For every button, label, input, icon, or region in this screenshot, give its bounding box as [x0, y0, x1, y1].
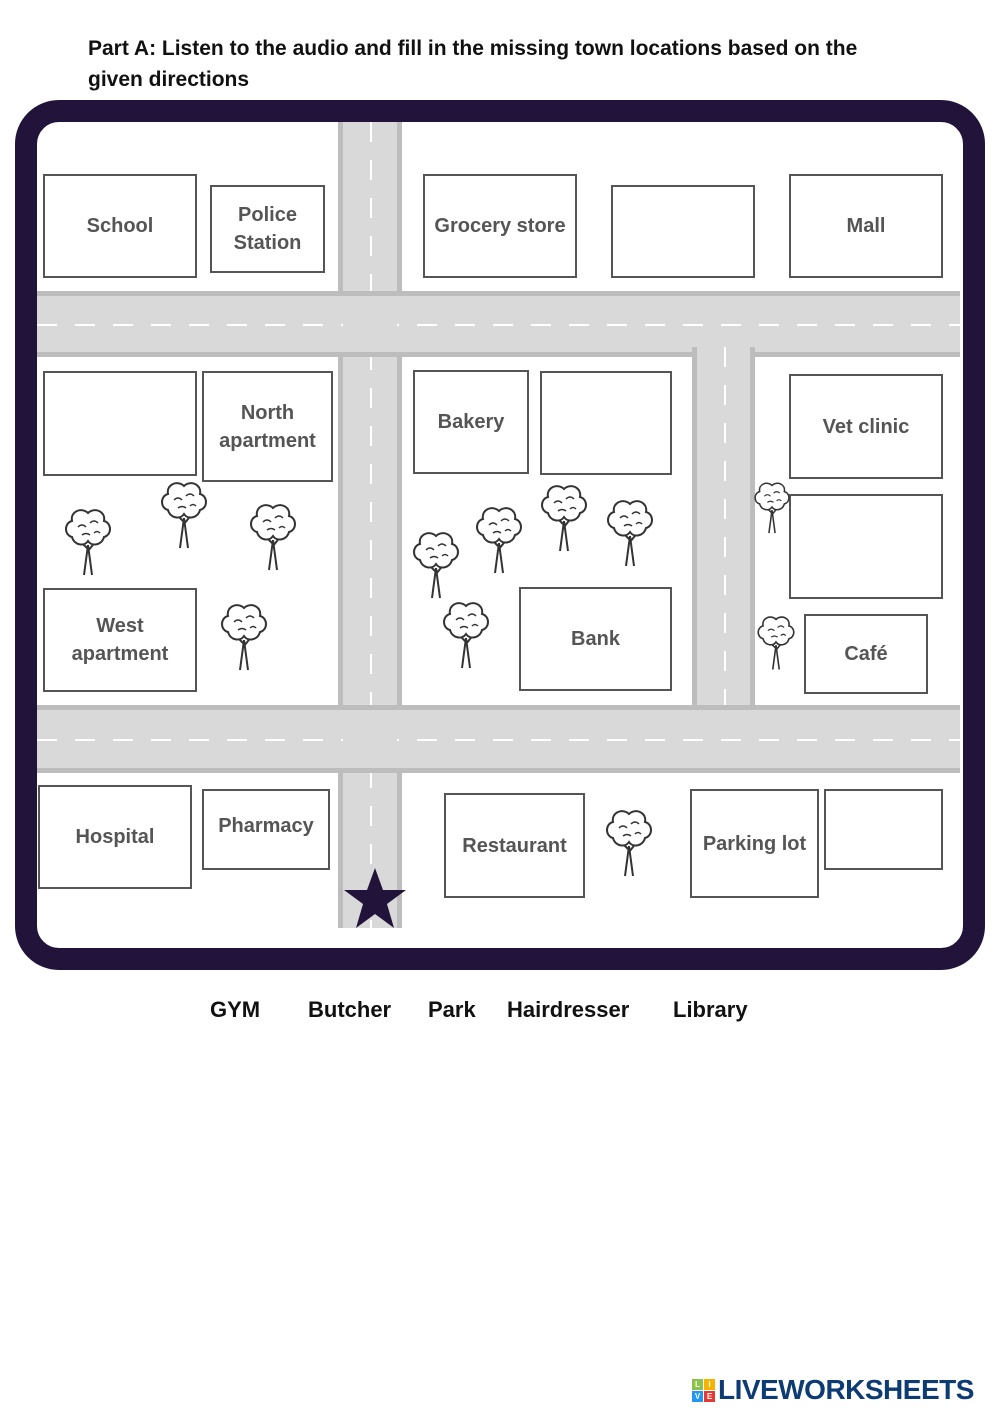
tree-icon	[606, 810, 652, 877]
tree-icon	[413, 532, 459, 599]
logo-letter: I	[704, 1378, 715, 1390]
building-hospital: Hospital	[38, 785, 192, 889]
building-pharmacy: Pharmacy	[202, 789, 330, 870]
north-horizontal-road	[37, 291, 960, 357]
building-grocery-store: Grocery store	[423, 174, 577, 278]
blank-location-4[interactable]	[789, 494, 943, 599]
building-west-apartment: West apartment	[43, 588, 197, 692]
east-vertical-road	[692, 347, 755, 705]
word-bank-item[interactable]: Library	[673, 997, 748, 1022]
intersection	[343, 710, 397, 768]
building-bank: Bank	[519, 587, 672, 691]
tree-icon	[754, 482, 790, 534]
word-bank-item[interactable]: Hairdresser	[507, 997, 630, 1022]
building-cafe: Café	[804, 614, 928, 694]
building-restaurant: Restaurant	[444, 793, 585, 898]
word-bank-item[interactable]: Butcher	[308, 997, 392, 1022]
blank-location-2[interactable]	[43, 371, 197, 476]
tree-icon	[443, 602, 489, 669]
star-icon	[344, 868, 406, 928]
blank-location-5[interactable]	[824, 789, 943, 870]
logo-letter: V	[692, 1390, 703, 1402]
tree-icon	[757, 616, 795, 671]
tree-icon	[65, 509, 111, 576]
tree-icon	[607, 500, 653, 567]
tree-icon	[541, 485, 587, 552]
building-parking-lot: Parking lot	[690, 789, 819, 898]
blank-location-3[interactable]	[540, 371, 672, 475]
logo-letter: L	[692, 1378, 703, 1390]
instructions-title: Part A: Listen to the audio and fill in …	[88, 37, 858, 91]
building-police-station: Police Station	[210, 185, 325, 273]
south-horizontal-road	[37, 705, 960, 773]
tree-icon	[221, 604, 267, 671]
word-bank-item[interactable]: GYM	[210, 997, 261, 1022]
building-mall: Mall	[789, 174, 943, 278]
building-school: School	[43, 174, 197, 278]
building-north-apartment: North apartment	[202, 371, 333, 482]
blank-location-1[interactable]	[611, 185, 755, 278]
tree-icon	[161, 482, 207, 549]
main-vertical-road	[338, 122, 402, 928]
logo-squares-icon: L I V E	[692, 1378, 715, 1402]
intersection	[343, 296, 397, 352]
word-bank-item[interactable]: Park	[428, 997, 476, 1022]
tree-icon	[250, 504, 296, 571]
logo-text: LIVEWORKSHEETS	[718, 1374, 974, 1405]
tree-icon	[476, 507, 522, 574]
building-bakery: Bakery	[413, 370, 529, 474]
building-vet-clinic: Vet clinic	[789, 374, 943, 479]
logo-letter: E	[704, 1390, 715, 1402]
liveworksheets-logo: L I V E LIVEWORKSHEETS	[692, 1374, 974, 1406]
